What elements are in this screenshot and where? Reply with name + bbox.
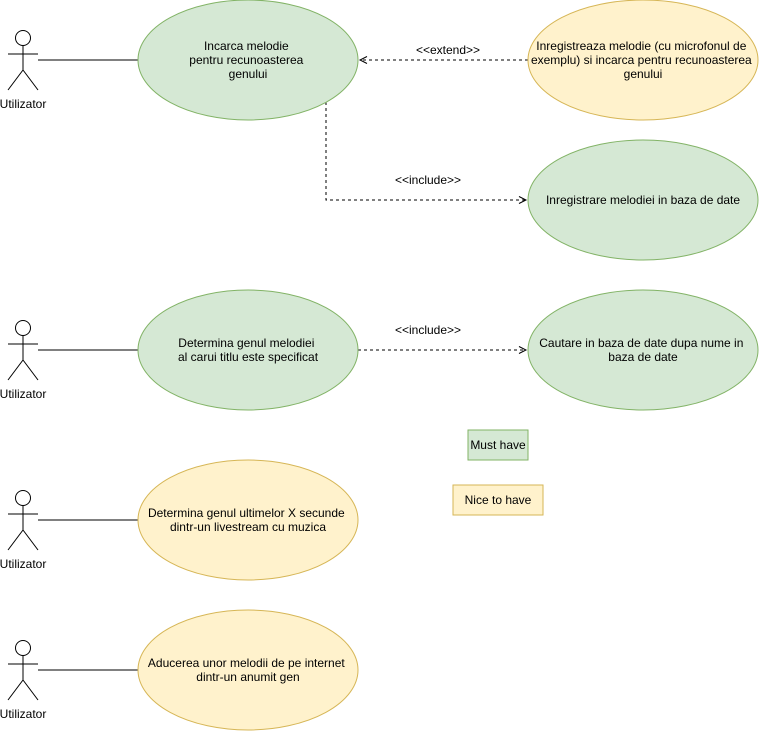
use-case-determina-gen-livestream[interactable]: Determina genul ultimelor X secunde dint… <box>137 459 359 581</box>
use-case-label: Determina genul ultimelor X secunde dint… <box>148 506 348 534</box>
actor-utilizator-3: Utilizator <box>0 490 46 571</box>
use-case-label: Incarca melodie pentru recunoasterea gen… <box>189 39 306 81</box>
actor-label: Utilizator <box>0 387 46 401</box>
use-case-label: Inregistrare melodiei in baza de date <box>546 193 740 207</box>
legend-must-have: Must have <box>467 429 529 461</box>
actor-label: Utilizator <box>0 557 46 571</box>
actor-label: Utilizator <box>0 707 46 721</box>
use-case-incarca-melodie[interactable]: Incarca melodie pentru recunoasterea gen… <box>137 0 359 121</box>
relations: <<extend>> <<include>> <<include>> <box>325 43 528 354</box>
use-case-inregistrare-baza-date[interactable]: Inregistrare melodiei in baza de date <box>527 139 759 261</box>
actor-utilizator-1: Utilizator <box>0 30 46 111</box>
actor-label: Utilizator <box>0 97 46 111</box>
legend-must-label: Must have <box>470 438 526 452</box>
associations <box>38 59 138 671</box>
actor-utilizator-2: Utilizator <box>0 320 46 401</box>
actors: Utilizator Utilizator Utilizator Utiliza… <box>0 30 46 721</box>
relation-label-include: <<include>> <box>395 173 461 187</box>
use-cases: Incarca melodie pentru recunoasterea gen… <box>137 0 759 731</box>
use-case-label: Aducerea unor melodii de pe internet din… <box>148 656 348 684</box>
legend-nice-label: Nice to have <box>465 493 532 507</box>
use-case-determina-gen-titlu[interactable]: Determina genul melodiei al carui titlu … <box>137 289 359 411</box>
use-case-aducerea-melodii[interactable]: Aducerea unor melodii de pe internet din… <box>137 609 359 731</box>
use-case-cautare-baza-date[interactable]: Cautare in baza de date dupa nume in baz… <box>527 289 759 411</box>
actor-utilizator-4: Utilizator <box>0 640 46 721</box>
legend: Must have Nice to have <box>452 429 544 516</box>
legend-nice-to-have: Nice to have <box>452 484 544 516</box>
use-case-label: Cautare in baza de date dupa nume in baz… <box>539 336 747 364</box>
relation-label-include: <<include>> <box>395 323 461 337</box>
use-case-label: Inregistreaza melodie (cu microfonul de … <box>531 39 755 81</box>
use-case-inregistreaza-melodie[interactable]: Inregistreaza melodie (cu microfonul de … <box>527 0 759 121</box>
relation-label-extend: <<extend>> <box>416 43 480 57</box>
use-case-label: Determina genul melodiei al carui titlu … <box>178 336 319 364</box>
include-arrow <box>325 102 528 204</box>
